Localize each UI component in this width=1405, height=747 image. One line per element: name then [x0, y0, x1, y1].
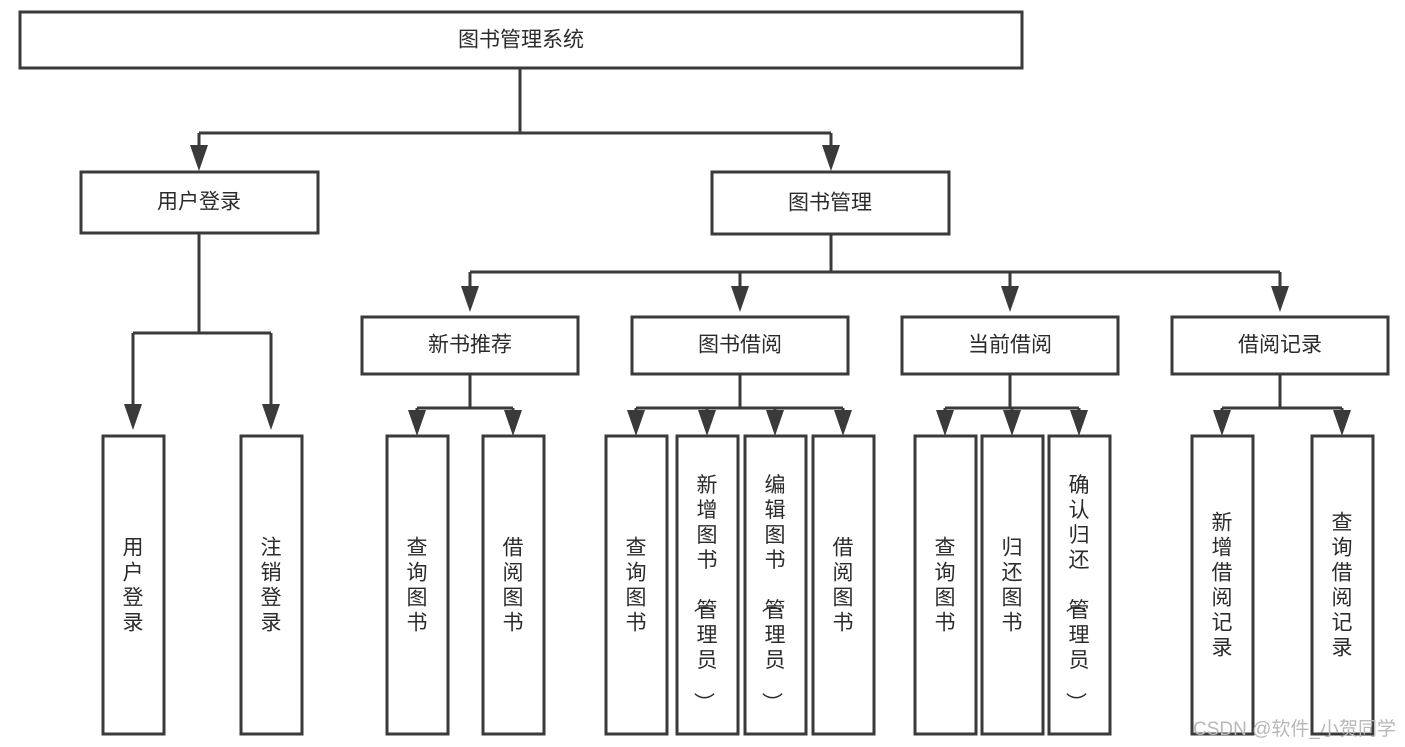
leaf-query-book-1-label: 查询图书 [407, 537, 428, 635]
arrow-head-leaf-add-record [1213, 410, 1231, 436]
node-user-login[interactable]: 用户登录 [79, 170, 320, 235]
leaf-node-return-book[interactable]: 归还图书 [980, 434, 1045, 736]
node-book-borrow-box[interactable] [630, 315, 850, 376]
leaf-add-book-box[interactable] [675, 434, 740, 736]
arrow-head-new-book-rec [461, 286, 479, 312]
leaf-query-book-1-box[interactable] [385, 434, 450, 736]
arrow-head-leaf-return-book [1003, 410, 1021, 436]
leaf-node-user-login[interactable]: 用户登录 [101, 434, 166, 736]
arrow-head-leaf-query-book-1 [408, 410, 426, 436]
leaf-node-edit-book[interactable]: 编辑图书（管理员） [743, 434, 808, 736]
leaf-borrow-book-2-label: 借阅图书 [833, 537, 854, 635]
leaf-query-book-2-box[interactable] [604, 434, 669, 736]
leaf-query-book-3-label: 查询图书 [935, 537, 956, 635]
node-user-login-label: 用户登录 [157, 191, 241, 214]
leaf-node-add-record[interactable]: 新增借阅记录 [1190, 434, 1255, 736]
leaf-query-book-3-box[interactable] [913, 434, 978, 736]
leaf-user-login-box[interactable] [101, 434, 166, 736]
leaf-borrow-book-2-box[interactable] [811, 434, 876, 736]
leaf-node-add-book[interactable]: 新增图书（管理员） [675, 434, 740, 736]
arrow-head-leaf-confirm-return [1070, 410, 1088, 436]
leaf-confirm-return-box[interactable] [1047, 434, 1112, 736]
arrow-head-user-login [190, 145, 208, 171]
arrow-head-leaf-logout [262, 404, 280, 430]
arrow-head-leaf-user-login [124, 404, 142, 430]
leaf-borrow-book-1-box[interactable] [481, 434, 546, 736]
node-new-book-rec[interactable]: 新书推荐 [360, 315, 580, 376]
leaf-edit-book-label: 编辑图书（管理员） [760, 474, 786, 713]
leaf-return-book-box[interactable] [980, 434, 1045, 736]
arrow-head-leaf-edit-book [766, 410, 784, 436]
leaf-confirm-return-label: 确认归还（管理员） [1064, 474, 1090, 713]
leaf-add-book-label: 新增图书（管理员） [692, 474, 718, 713]
node-root[interactable]: 图书管理系统 [18, 10, 1024, 70]
node-borrow-record-box[interactable] [1170, 315, 1390, 376]
node-borrow-record[interactable]: 借阅记录 [1170, 315, 1390, 376]
node-book-manage-label: 图书管理 [788, 192, 872, 215]
node-new-book-rec-box[interactable] [360, 315, 580, 376]
leaf-node-query-book-1[interactable]: 查询图书 [385, 434, 450, 736]
leaf-user-login-label: 用户登录 [123, 537, 144, 635]
leaf-add-record-label: 新增借阅记录 [1212, 512, 1233, 660]
node-current-borrow-box[interactable] [900, 315, 1120, 376]
arrow-head-leaf-borrow-book-2 [834, 410, 852, 436]
arrow-head-leaf-query-book-3 [936, 410, 954, 436]
arrow-head-borrow-record [1271, 286, 1289, 312]
node-book-borrow-label: 图书借阅 [698, 334, 782, 357]
node-borrow-record-label: 借阅记录 [1238, 334, 1322, 357]
csdn-watermark: CSDN @软件_小贺同学 [1193, 718, 1396, 740]
node-root-label: 图书管理系统 [458, 29, 584, 52]
node-book-manage[interactable]: 图书管理 [710, 170, 951, 236]
leaf-node-query-book-2[interactable]: 查询图书 [604, 434, 669, 736]
leaf-node-query-book-3[interactable]: 查询图书 [913, 434, 978, 736]
node-current-borrow[interactable]: 当前借阅 [900, 315, 1120, 376]
arrow-head-book-borrow [731, 286, 749, 312]
leaf-node-logout[interactable]: 注销登录 [239, 434, 304, 736]
leaf-node-borrow-book-1[interactable]: 借阅图书 [481, 434, 546, 736]
leaf-logout-box[interactable] [239, 434, 304, 736]
arrow-head-current-borrow [1001, 286, 1019, 312]
leaf-edit-book-box[interactable] [743, 434, 808, 736]
node-new-book-rec-label: 新书推荐 [428, 334, 512, 357]
leaf-node-confirm-return[interactable]: 确认归还（管理员） [1047, 434, 1112, 736]
arrow-head-book-manage [822, 145, 840, 171]
arrow-head-leaf-borrow-book-1 [504, 410, 522, 436]
leaf-query-record-box[interactable] [1310, 434, 1375, 736]
leaf-node-query-record[interactable]: 查询借阅记录 [1310, 434, 1375, 736]
arrow-head-leaf-query-book-2 [627, 410, 645, 436]
node-book-borrow[interactable]: 图书借阅 [630, 315, 850, 376]
leaf-node-borrow-book-2[interactable]: 借阅图书 [811, 434, 876, 736]
leaf-query-book-2-label: 查询图书 [626, 537, 647, 635]
leaf-return-book-label: 归还图书 [1002, 537, 1023, 635]
leaf-add-record-box[interactable] [1190, 434, 1255, 736]
leaf-borrow-book-1-label: 借阅图书 [503, 537, 524, 635]
arrow-head-leaf-query-record [1333, 410, 1351, 436]
node-user-login-box[interactable] [79, 170, 320, 235]
arrow-head-leaf-add-book [698, 410, 716, 436]
connector-layer [124, 68, 1351, 436]
leaf-logout-label: 注销登录 [261, 537, 282, 635]
node-root-box[interactable] [18, 10, 1024, 70]
node-book-manage-box[interactable] [710, 170, 951, 236]
node-current-borrow-label: 当前借阅 [968, 334, 1052, 357]
leaf-query-record-label: 查询借阅记录 [1332, 512, 1353, 660]
